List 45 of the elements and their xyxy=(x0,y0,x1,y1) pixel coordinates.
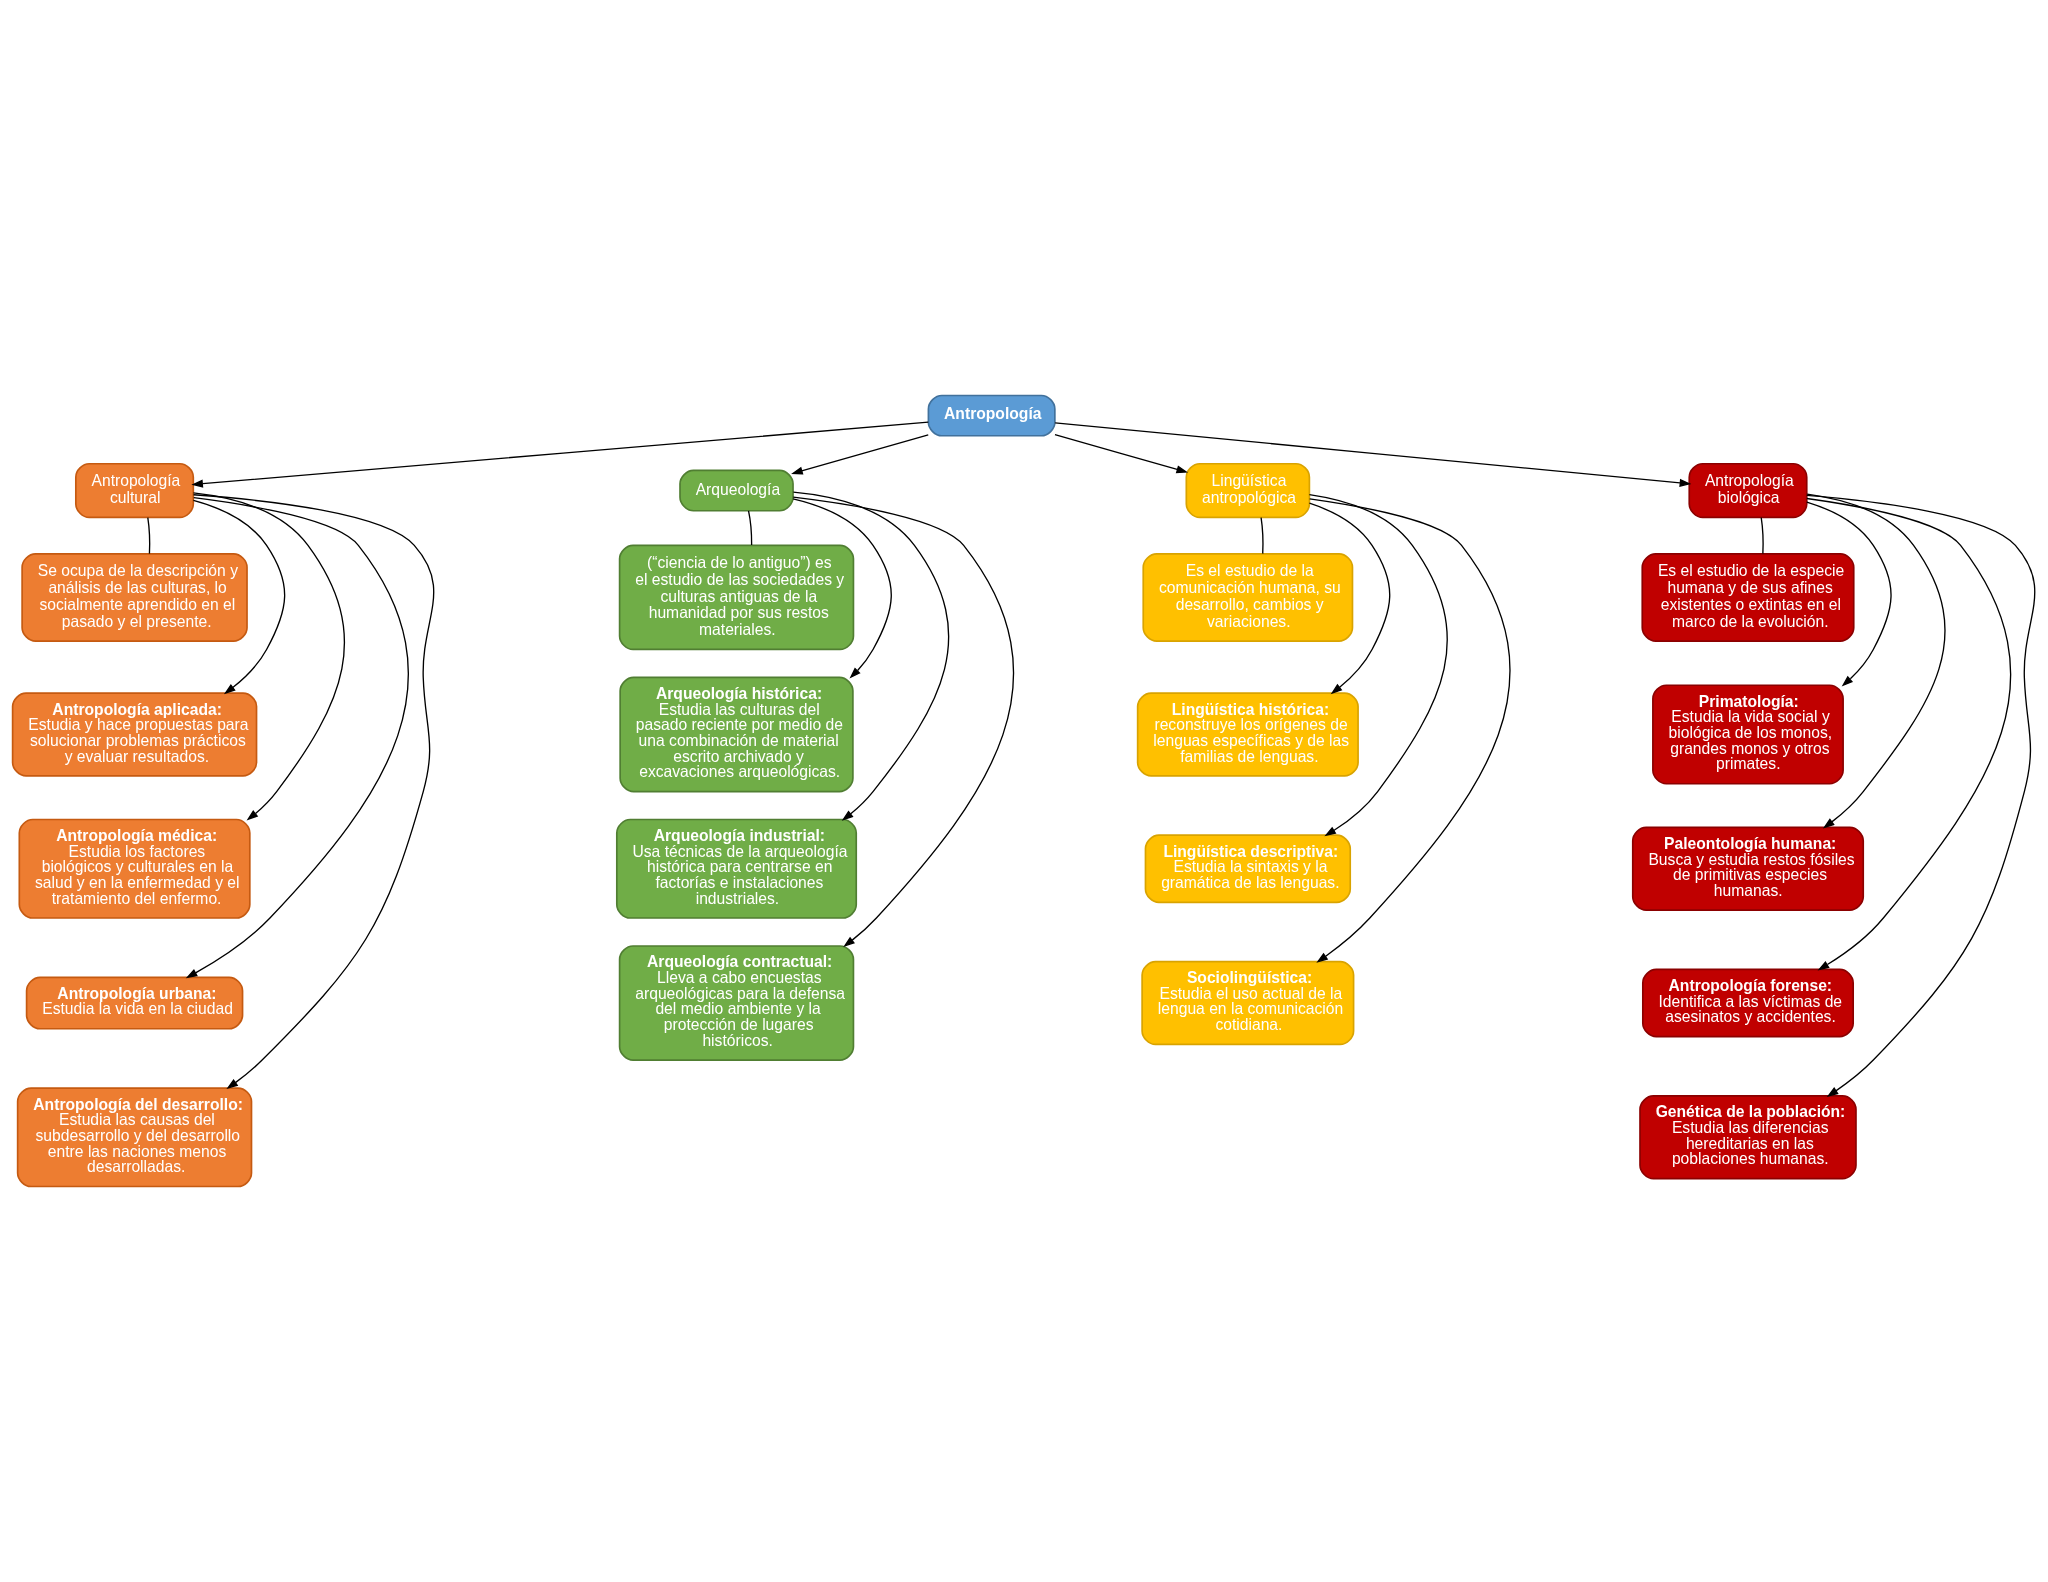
node-box: Antropología biológica xyxy=(1688,462,1808,519)
arrow xyxy=(1806,501,1892,687)
node-box: Arqueología histórica: Estudia las culturas del pasado reciente por medio de una combinación de material escrito archivado y excavaciones arqueológicas. xyxy=(619,676,854,793)
connector xyxy=(747,510,753,546)
node-box: Sociolingüística: Estudia el uso actual de la lengua en la comunicación cotidiana. xyxy=(1141,960,1355,1046)
arrow xyxy=(192,494,435,1090)
node-box: Antropología urbana: Estudia la vida en la ciudad xyxy=(25,976,244,1030)
node-box: Es el estudio de la comunicación humana, su desarrollo, cambios y variaciones. xyxy=(1142,552,1354,642)
node-box: Antropología forense: Identifica a las víctimas de asesinatos y accidentes. xyxy=(1642,968,1854,1038)
arrow xyxy=(1806,493,1946,829)
node-box: Primatología: Estudia la vida social y biológica de los monos, grandes monos y otros primates. xyxy=(1652,684,1844,785)
arrow xyxy=(1309,498,1511,963)
arrow xyxy=(1806,497,2012,971)
arrow xyxy=(792,496,1015,948)
node-box: Paleontología humana: Busca y estudia restos fósiles de primitivas especies humanas. xyxy=(1631,826,1865,911)
arrow xyxy=(791,434,929,475)
connector xyxy=(1260,516,1264,555)
arrow xyxy=(1054,434,1189,474)
node-box: Genética de la población: Estudia las diferencias hereditarias en las poblaciones humanas. xyxy=(1639,1095,1857,1180)
node-box: Se ocupa de la descripción y análisis de las culturas, lo socialmente aprendido en el pasado y el presente. xyxy=(21,552,248,642)
arrow xyxy=(192,499,286,695)
arrow xyxy=(191,421,929,488)
arrow xyxy=(1308,502,1391,695)
node-box: Lingüística antropológica xyxy=(1185,462,1311,519)
arrow xyxy=(792,498,892,679)
connector xyxy=(1760,516,1764,555)
node-box: (“ciencia de lo antiguo”) es el estudio de las sociedades y culturas antiguas de la humanidad por sus restos materiales. xyxy=(618,544,855,651)
node-box: Antropología del desarrollo: Estudia las causas del subdesarrollo y del desarrollo entre las naciones menos desarrolladas. xyxy=(16,1087,253,1188)
node-box: Es el estudio de la especie humana y de sus afines existentes o extintas en el marco de la evolución. xyxy=(1641,552,1855,642)
arrow xyxy=(192,492,345,821)
node-box: Lingüística descriptiva: Estudia la sintaxis y la gramática de las lenguas. xyxy=(1144,834,1352,904)
node-box: Antropología aplicada: Estudia y hace propuestas para solucionar problemas prácticos y evaluar resultados. xyxy=(11,692,258,777)
node-box: Antropología xyxy=(927,394,1056,437)
arrow xyxy=(1806,494,2036,1097)
arrow xyxy=(792,491,950,821)
node-box: Antropología médica: Estudia los factores biológicos y culturales en la salud y en la enfermedad y el tratamiento del enfermo. xyxy=(18,818,251,919)
node-box: Arqueología contractual: Lleva a cabo encuestas arqueológicas para la defensa del medio ambiente y la protección de lugares históricos. xyxy=(618,945,855,1061)
arrow xyxy=(1308,493,1448,837)
node-box: Lingüística histórica: reconstruye los orígenes de lenguas específicas y de las familias de lenguas. xyxy=(1136,692,1359,777)
node-box: Arqueología industrial: Usa técnicas de la arqueología histórica para centrarse en factorías e instalaciones industriales. xyxy=(615,818,858,919)
node-box: Arqueología xyxy=(679,469,794,512)
arrow xyxy=(1054,422,1692,487)
arrow xyxy=(185,497,410,979)
connector xyxy=(147,516,151,555)
node-box: Antropología cultural xyxy=(75,462,195,519)
